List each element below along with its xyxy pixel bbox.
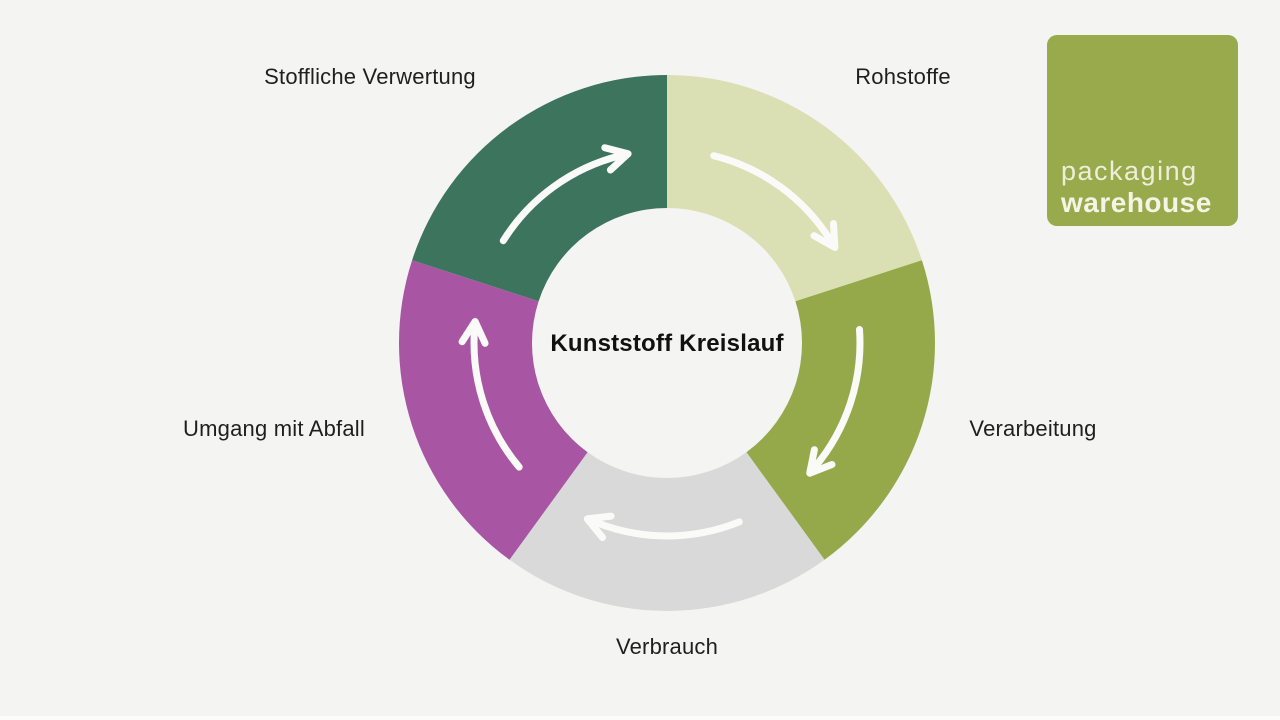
cycle-arrow-icon [710,152,839,251]
segment-stoffliche-verwertung [412,75,667,302]
segment-verarbeitung [746,260,935,560]
segment-label-verbrauch: Verbrauch [615,634,719,659]
cycle-arrow-icon [806,326,864,477]
diagram-center-title: Kunststoff Kreislauf [550,330,784,357]
cycle-arrow-icon [583,512,743,541]
bottom-edge-strip [0,716,1280,720]
logo-packaging-warehouse: packaging warehouse [1047,35,1238,226]
cycle-arrow-icon [499,144,632,245]
segment-rohstoffe [667,75,922,302]
logo-text: packaging warehouse [1061,156,1212,218]
segment-umgang-mit-abfall [399,260,588,560]
segment-verbrauch [509,452,825,611]
segment-label-stoffliche-verwertung: Stoffliche Verwertung [264,64,476,89]
segment-label-umgang-mit-abfall: Umgang mit Abfall [183,416,365,441]
logo-line-warehouse: warehouse [1061,186,1212,218]
logo-line-packaging: packaging [1061,156,1198,187]
segment-label-rohstoffe: Rohstoffe [855,64,951,89]
cycle-arrow-icon [458,318,523,471]
segment-label-verarbeitung: Verarbeitung [969,416,1097,441]
